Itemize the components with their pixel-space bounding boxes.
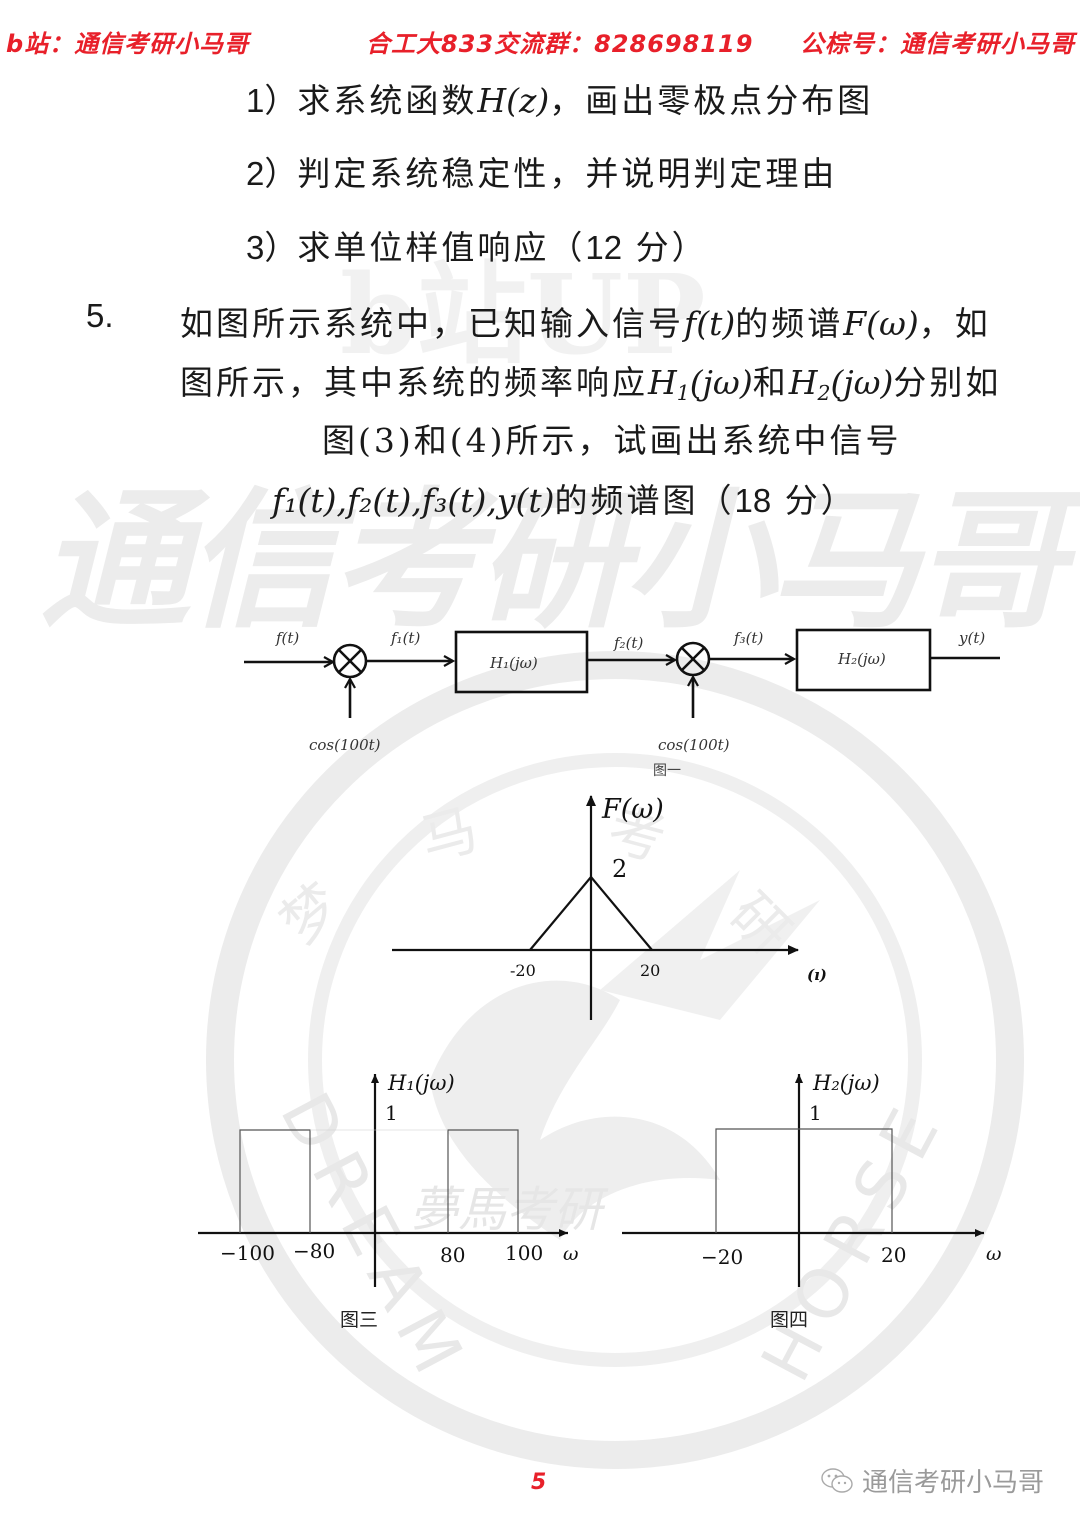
block-h2-label: H₂(jω) <box>837 650 886 668</box>
problem-line-4: f₁(t),f₂(t),f₃(t),y(t)的频谱图（18 分） <box>272 481 857 520</box>
figure-4-caption: 图四 <box>770 1309 808 1331</box>
label-input-signal: f(t) <box>275 629 299 647</box>
block-h1-label: H₁(jω) <box>489 654 538 672</box>
y-axis-label: H₂(jω) <box>812 1071 880 1095</box>
faint-top-watermark: b站UP <box>340 250 706 379</box>
problem-number: 5. <box>86 297 114 334</box>
h2-response-chart: H₂(jω) 1 −20 20 ω 图四 <box>622 1071 1002 1331</box>
label-f1: f₁(t) <box>390 629 420 647</box>
passband-positive <box>447 1129 519 1233</box>
label-f3: f₃(t) <box>733 629 763 647</box>
tick-neg-80: −80 <box>293 1239 335 1263</box>
tick-pos-20: 20 <box>640 961 660 980</box>
label-output: y(t) <box>958 629 985 647</box>
label-carrier-1: cos(100t) <box>309 736 381 754</box>
tick-pos-20: 20 <box>881 1243 906 1267</box>
amplitude-label: 1 <box>385 1101 398 1125</box>
tick-neg-20: −20 <box>701 1245 743 1269</box>
header-bilibili: b站：通信考研小马哥 <box>6 30 250 58</box>
footer-brand: 通信考研小马哥 <box>820 1462 1044 1499</box>
block-diagram: f(t) f₁(t) H₁(jω) f₂(t) f₃(t) H₂(jω) y(t… <box>244 628 1000 779</box>
figure-3-caption: 图三 <box>340 1309 378 1331</box>
amplitude-label: 1 <box>809 1101 822 1125</box>
h1-response-chart: H₁(jω) 1 −100 −80 80 100 ω 图三 <box>198 1071 579 1331</box>
problem-line-3: 图(3)和(4)所示，试画出系统中信号 <box>322 421 902 460</box>
label-carrier-2: cos(100t) <box>658 736 730 754</box>
page-number: 5 <box>531 1470 547 1495</box>
seal-center-text: 夢馬考研 <box>410 1182 603 1238</box>
passband <box>715 1128 893 1233</box>
label-f2: f₂(t) <box>613 634 643 652</box>
tick-neg-100: −100 <box>220 1241 275 1265</box>
peak-value-label: 2 <box>612 855 627 883</box>
tick-neg-20: -20 <box>510 961 536 980</box>
x-axis-label: ω <box>986 1243 1002 1265</box>
y-axis-label: H₁(jω) <box>387 1071 455 1095</box>
y-axis-label: F(ω) <box>601 794 664 825</box>
tick-pos-100: 100 <box>505 1241 543 1265</box>
tick-pos-80: 80 <box>440 1243 465 1267</box>
header-qq-group: 合工大833交流群：828698119 <box>366 30 754 58</box>
wechat-icon <box>821 1467 853 1493</box>
problem-line-1: 如图所示系统中，已知输入信号f(t)的频谱F(ω)，如 <box>180 304 991 343</box>
figure-1-caption: 图一 <box>653 763 681 779</box>
passband-negative <box>239 1129 311 1233</box>
big-watermark-text: 通信考研小马哥 <box>40 473 1066 649</box>
spectrum-f-chart: F(ω) 2 -20 20 (ı) <box>392 794 827 1020</box>
header-official-account: 公棕号：通信考研小马哥 <box>800 30 1075 58</box>
footer-brand-text: 通信考研小马哥 <box>862 1468 1045 1498</box>
x-axis-label: (ı) <box>807 966 827 984</box>
triangle-spectrum <box>529 875 653 951</box>
question-part-2: 2）判定系统稳定性，并说明判定理由 <box>246 154 838 193</box>
problem-line-2: 图所示，其中系统的频率响应H1(jω)和H2(jω)分别如 <box>180 363 1002 406</box>
question-part-3: 3）求单位样值响应（12 分） <box>246 228 708 267</box>
question-part-1: 1）求系统函数H(z)，画出零极点分布图 <box>246 81 874 120</box>
x-axis-label: ω <box>563 1243 579 1265</box>
